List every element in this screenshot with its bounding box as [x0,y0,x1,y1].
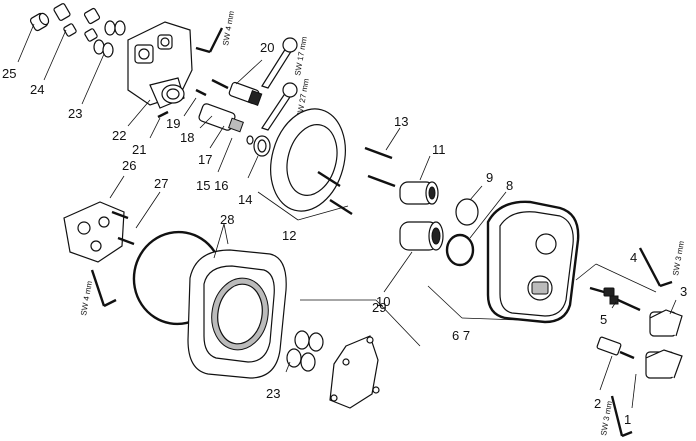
part-26-valve-body [63,201,135,263]
label-22: 22 [112,128,126,143]
sw3-right-tool: SW 3 mm [638,240,686,288]
label-12: 12 [282,228,296,243]
part-21-screw [157,110,169,119]
sw4-top-tool: SW 4 mm [195,10,236,54]
sw4-left-text: SW 4 mm [79,280,94,316]
label-19: 19 [166,116,180,131]
label-13: 13 [394,114,408,129]
label-15-16: 15 16 [196,178,229,193]
label-5: 5 [600,312,607,327]
label-23-bottom: 23 [266,386,280,401]
part-number-labels: 25 24 23 22 21 20 19 18 17 15 16 14 12 1… [2,40,687,427]
part-28-frame [187,249,287,379]
label-20: 20 [260,40,274,55]
part-25-cap [29,12,50,32]
label-2: 2 [594,396,601,411]
sw4-top-text: SW 4 mm [221,10,236,46]
label-6-7: 6 7 [452,328,470,343]
sw17-wrench: SW 17 mm [261,35,309,89]
part-10-sleeve [399,221,444,251]
label-27: 27 [154,176,168,191]
label-26: 26 [122,158,136,173]
part-2-screw [596,336,635,360]
label-9: 9 [486,170,493,185]
part-3-cap-lower [645,349,683,379]
label-24: 24 [30,82,44,97]
label-17: 17 [198,152,212,167]
label-29: 29 [372,300,386,315]
part-20-cartridge [211,78,263,106]
part-19-pin [195,88,207,97]
sw3-right-text: SW 3 mm [671,240,686,276]
sw4-left-tool: SW 4 mm [79,269,117,316]
label-21: 21 [132,142,146,157]
leader-lines [17,23,677,409]
part-23-orings-top [93,20,126,58]
label-18: 18 [180,130,194,145]
part-8-oring [445,233,475,267]
part-14-ring [246,135,271,157]
label-4: 4 [630,250,637,265]
label-14: 14 [238,192,252,207]
part-6-7-cover-plate [486,200,580,324]
label-1: 1 [624,412,631,427]
part-12-round-plate [270,108,353,216]
label-23-top: 23 [68,106,82,121]
label-8: 8 [506,178,513,193]
part-13-screws [364,146,396,188]
part-3-cap [649,309,683,337]
label-3: 3 [680,284,687,299]
label-28: 28 [220,212,234,227]
part-29-mounting-plate [329,335,380,409]
sw3-bottom-text: SW 3 mm [599,400,614,436]
label-11: 11 [432,142,446,157]
part-11-sleeve [399,181,439,205]
part-22-valve-body [127,21,193,109]
part-9-oring [455,198,479,226]
part-4-screw [589,286,615,297]
part-5-pin [609,295,641,312]
part-24-nut [53,3,101,42]
part-18-cartridge [198,103,244,133]
label-25: 25 [2,66,16,81]
label-10: 10 [376,294,390,309]
part-23-orings-bottom [286,330,324,372]
